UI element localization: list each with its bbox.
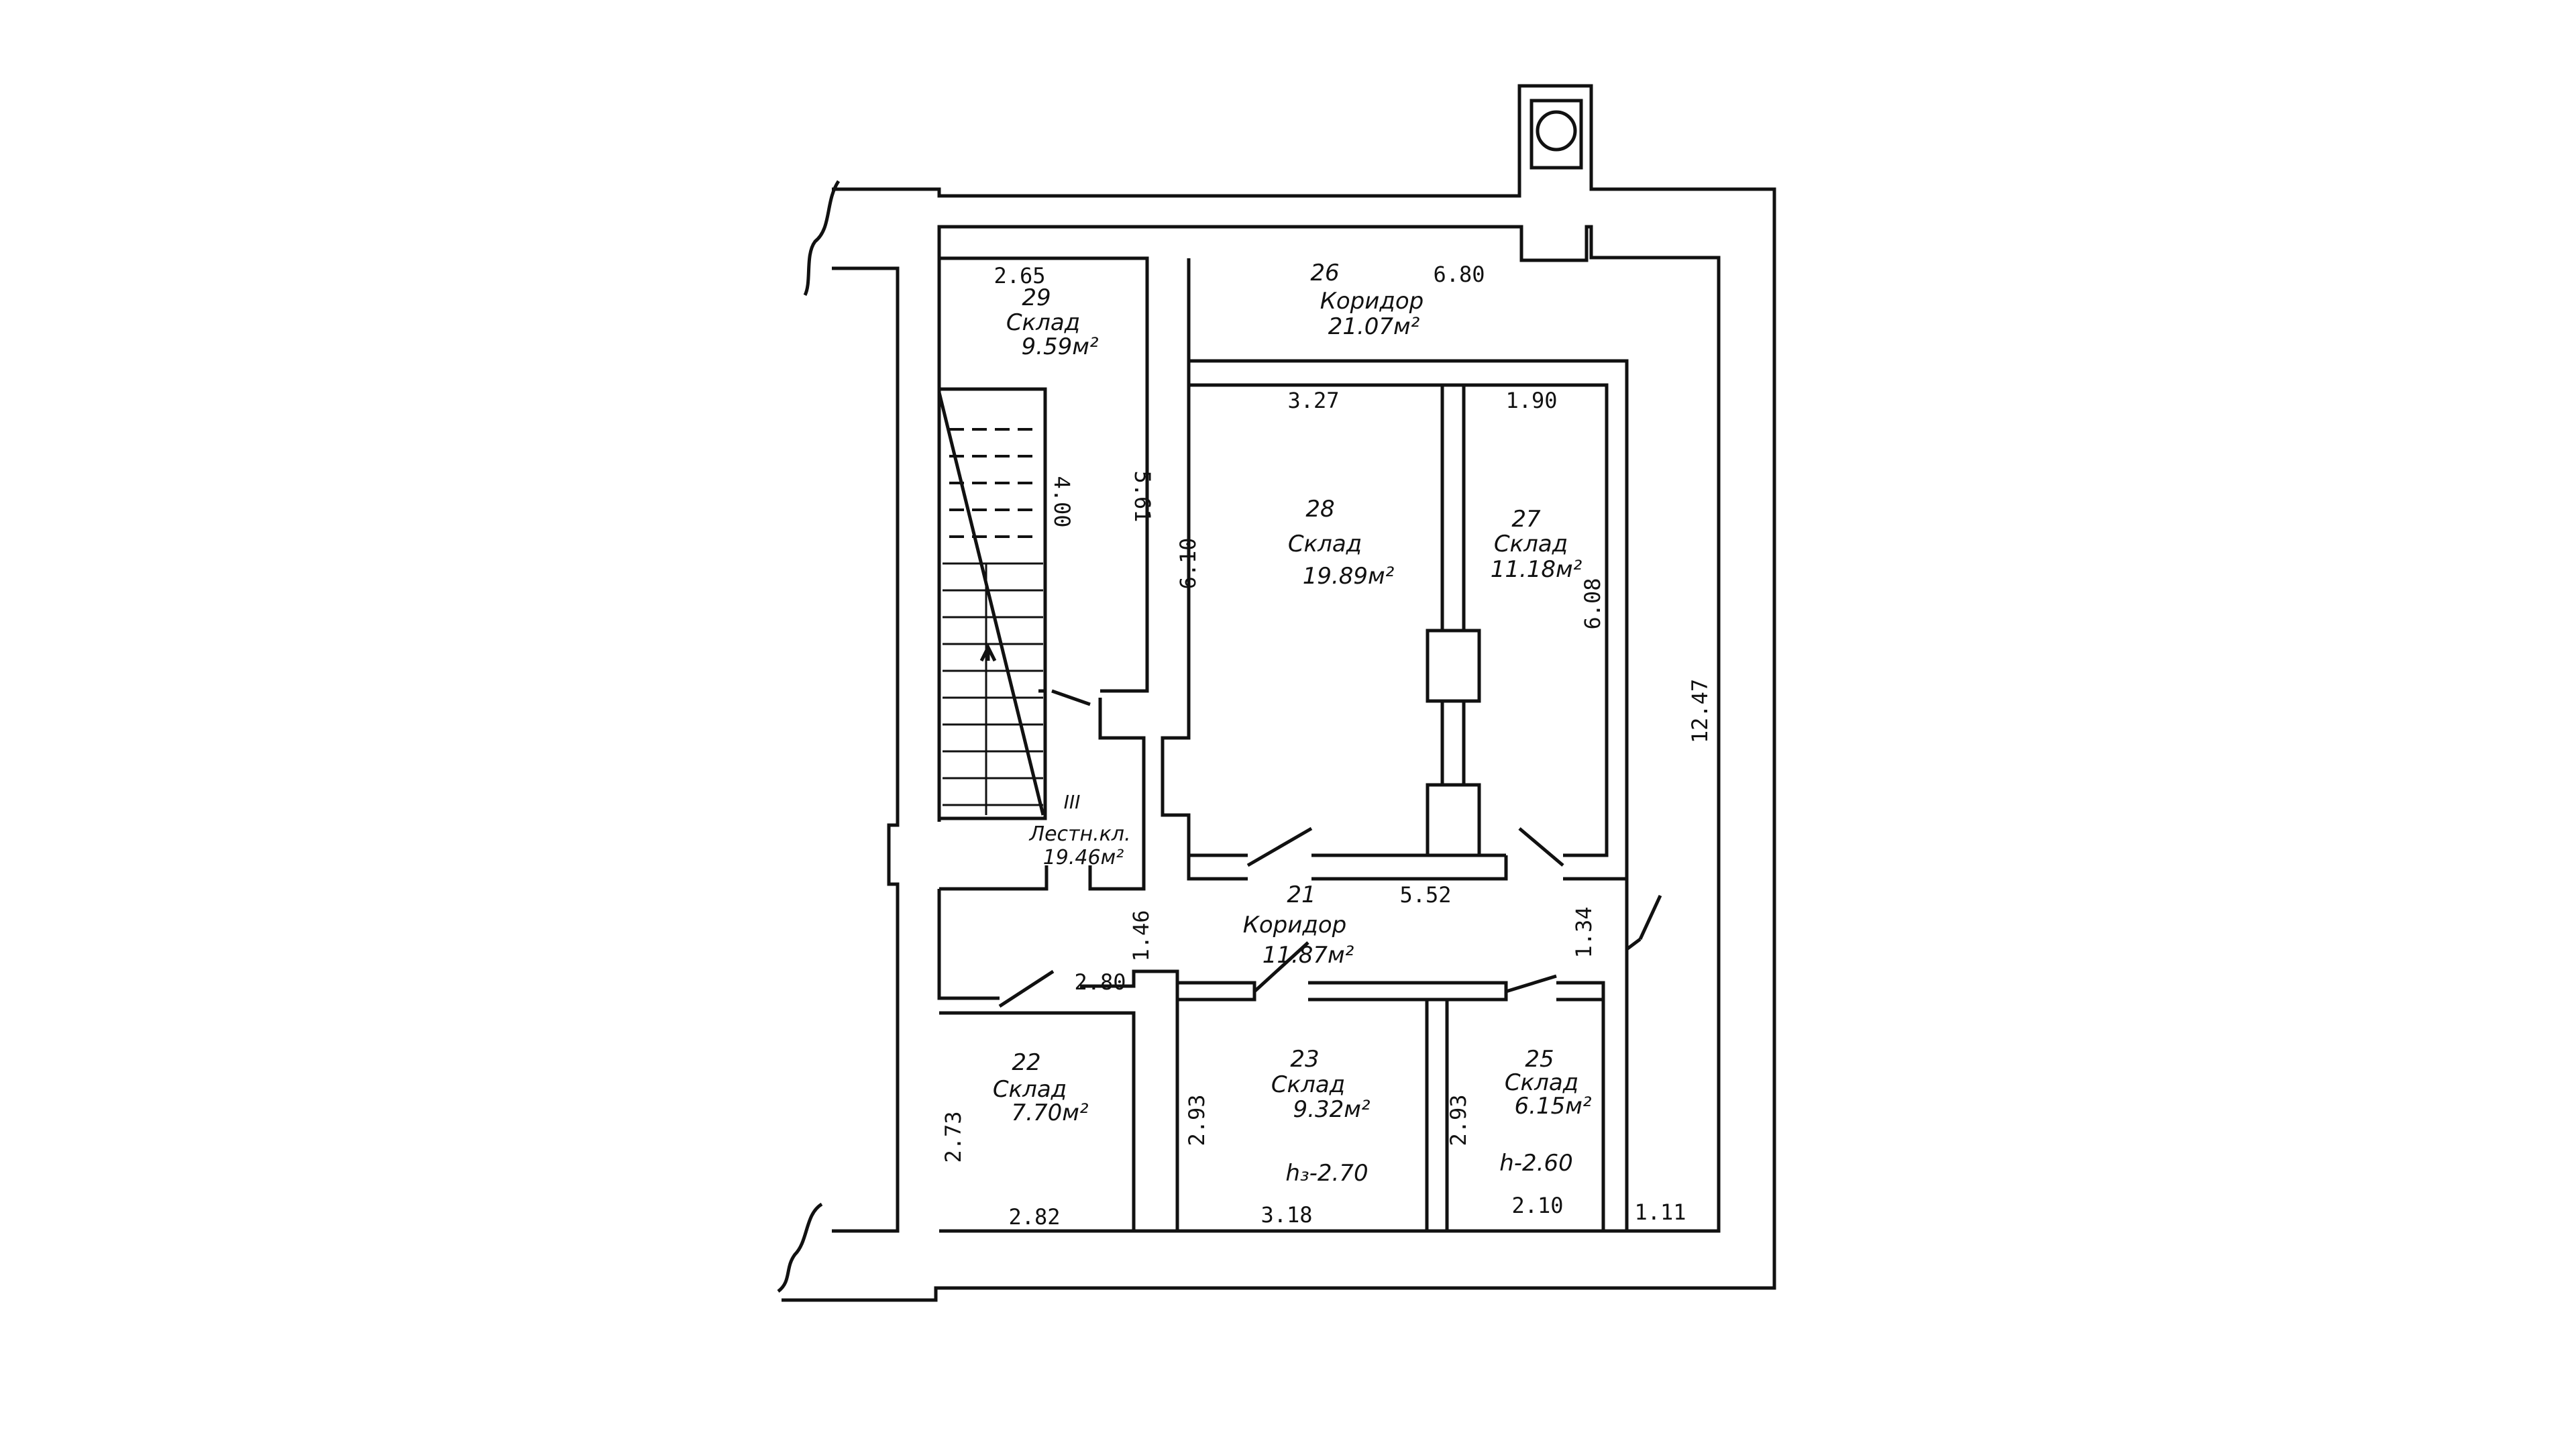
dim-2-73: 2.73 <box>941 1111 966 1163</box>
dim-2-65: 2.65 <box>994 263 1045 288</box>
door-swing-room22 <box>998 969 1055 1008</box>
stair-block <box>937 387 1047 820</box>
wall-room28-bottom <box>1189 853 1508 881</box>
door-swing-room27 <box>1518 827 1564 867</box>
room26-area: 21.07м² <box>1328 313 1420 340</box>
door-swing-room25 <box>1505 974 1557 994</box>
room23-area: 9.32м² <box>1293 1096 1371 1123</box>
room22-name: Склад <box>993 1076 1067 1103</box>
stair-tread-dashes <box>949 428 1040 538</box>
chimney-flue-icon <box>1536 110 1577 152</box>
height-room25: h-2.60 <box>1499 1150 1573 1177</box>
room29-number: 29 <box>1022 284 1051 311</box>
room27-name: Склад <box>1494 531 1568 557</box>
partition-28-27 <box>1440 385 1466 785</box>
wall-room28-top <box>1189 383 1609 857</box>
room28-number: 28 <box>1305 496 1334 523</box>
door-swing-room28 <box>1246 826 1313 867</box>
dim-6-10: 6.10 <box>1175 537 1201 589</box>
door-swing-room23 <box>1253 941 1309 993</box>
door-swing-room29 <box>1051 689 1091 706</box>
room27-number: 27 <box>1511 506 1541 533</box>
dim-5-52: 5.52 <box>1399 882 1451 908</box>
wall-room22 <box>939 1011 1136 1231</box>
room28-area: 19.89м² <box>1303 563 1395 590</box>
room23-name: Склад <box>1271 1071 1345 1098</box>
door-swing-corridor <box>1638 894 1662 941</box>
room21-number: 21 <box>1287 881 1316 908</box>
dim-12-47: 12.47 <box>1687 679 1713 743</box>
dim-1-11: 1.11 <box>1634 1199 1686 1225</box>
room27-area: 11.18м² <box>1491 556 1582 583</box>
room29-name: Склад <box>1006 309 1080 336</box>
room21-area: 11.87м² <box>1263 942 1354 969</box>
dim-2-82: 2.82 <box>1008 1204 1060 1230</box>
wall-stair-landing <box>939 698 1146 891</box>
room25-number: 25 <box>1525 1046 1554 1073</box>
room22-area: 7.70м² <box>1012 1099 1089 1126</box>
dim-1-34: 1.34 <box>1571 906 1597 958</box>
dim-3-18: 3.18 <box>1260 1202 1312 1228</box>
room25-name: Склад <box>1505 1069 1578 1096</box>
dim-2-10: 2.10 <box>1511 1193 1563 1218</box>
wall-break-top <box>803 180 841 297</box>
wall-room26-left <box>1161 258 1248 881</box>
pillar-lower <box>1426 783 1481 857</box>
dim-4-00: 4.00 <box>1049 476 1075 527</box>
room23-number: 23 <box>1290 1046 1319 1073</box>
room22-number: 22 <box>1012 1049 1040 1076</box>
wall-room26-divider <box>1189 359 1629 881</box>
outer-wall-outline <box>782 84 1776 1302</box>
stair-name: Лестн.кл. <box>1029 822 1131 846</box>
dim-2-93-right: 2.93 <box>1446 1094 1471 1146</box>
room25-area: 6.15м² <box>1515 1093 1592 1120</box>
stair-area: 19.46м² <box>1043 846 1124 869</box>
stair-treads <box>943 562 1043 815</box>
stair-arrow-icon <box>979 643 997 662</box>
chimney-shaft <box>1529 99 1583 170</box>
room29-area: 9.59м² <box>1022 333 1099 360</box>
wall-corridor21-bottom <box>937 889 1179 1231</box>
dim-6-80: 6.80 <box>1433 262 1485 287</box>
dim-1-90: 1.90 <box>1505 388 1557 413</box>
room26-name: Коридор <box>1320 288 1424 315</box>
wall-break-bottom <box>777 1202 823 1293</box>
inner-wall-top-line <box>937 225 1721 1233</box>
dim-2-80: 2.80 <box>1074 969 1126 995</box>
dim-5-61: 5.61 <box>1130 470 1155 522</box>
wall-room25 <box>1556 879 1642 1231</box>
stair-number: III <box>1064 791 1081 813</box>
dim-1-46: 1.46 <box>1128 910 1154 961</box>
stair-diagonal <box>937 392 1045 816</box>
room21-name: Коридор <box>1243 912 1347 938</box>
dim-3-27: 3.27 <box>1287 388 1339 413</box>
pillar-upper <box>1426 629 1481 703</box>
room28-name: Склад <box>1288 531 1362 557</box>
dim-6-08: 6.08 <box>1580 578 1605 629</box>
dim-2-93-left: 2.93 <box>1184 1094 1210 1146</box>
height-room23: h₃-2.70 <box>1285 1160 1368 1187</box>
room26-number: 26 <box>1310 260 1339 286</box>
outer-wall-inner-line <box>832 266 900 1233</box>
